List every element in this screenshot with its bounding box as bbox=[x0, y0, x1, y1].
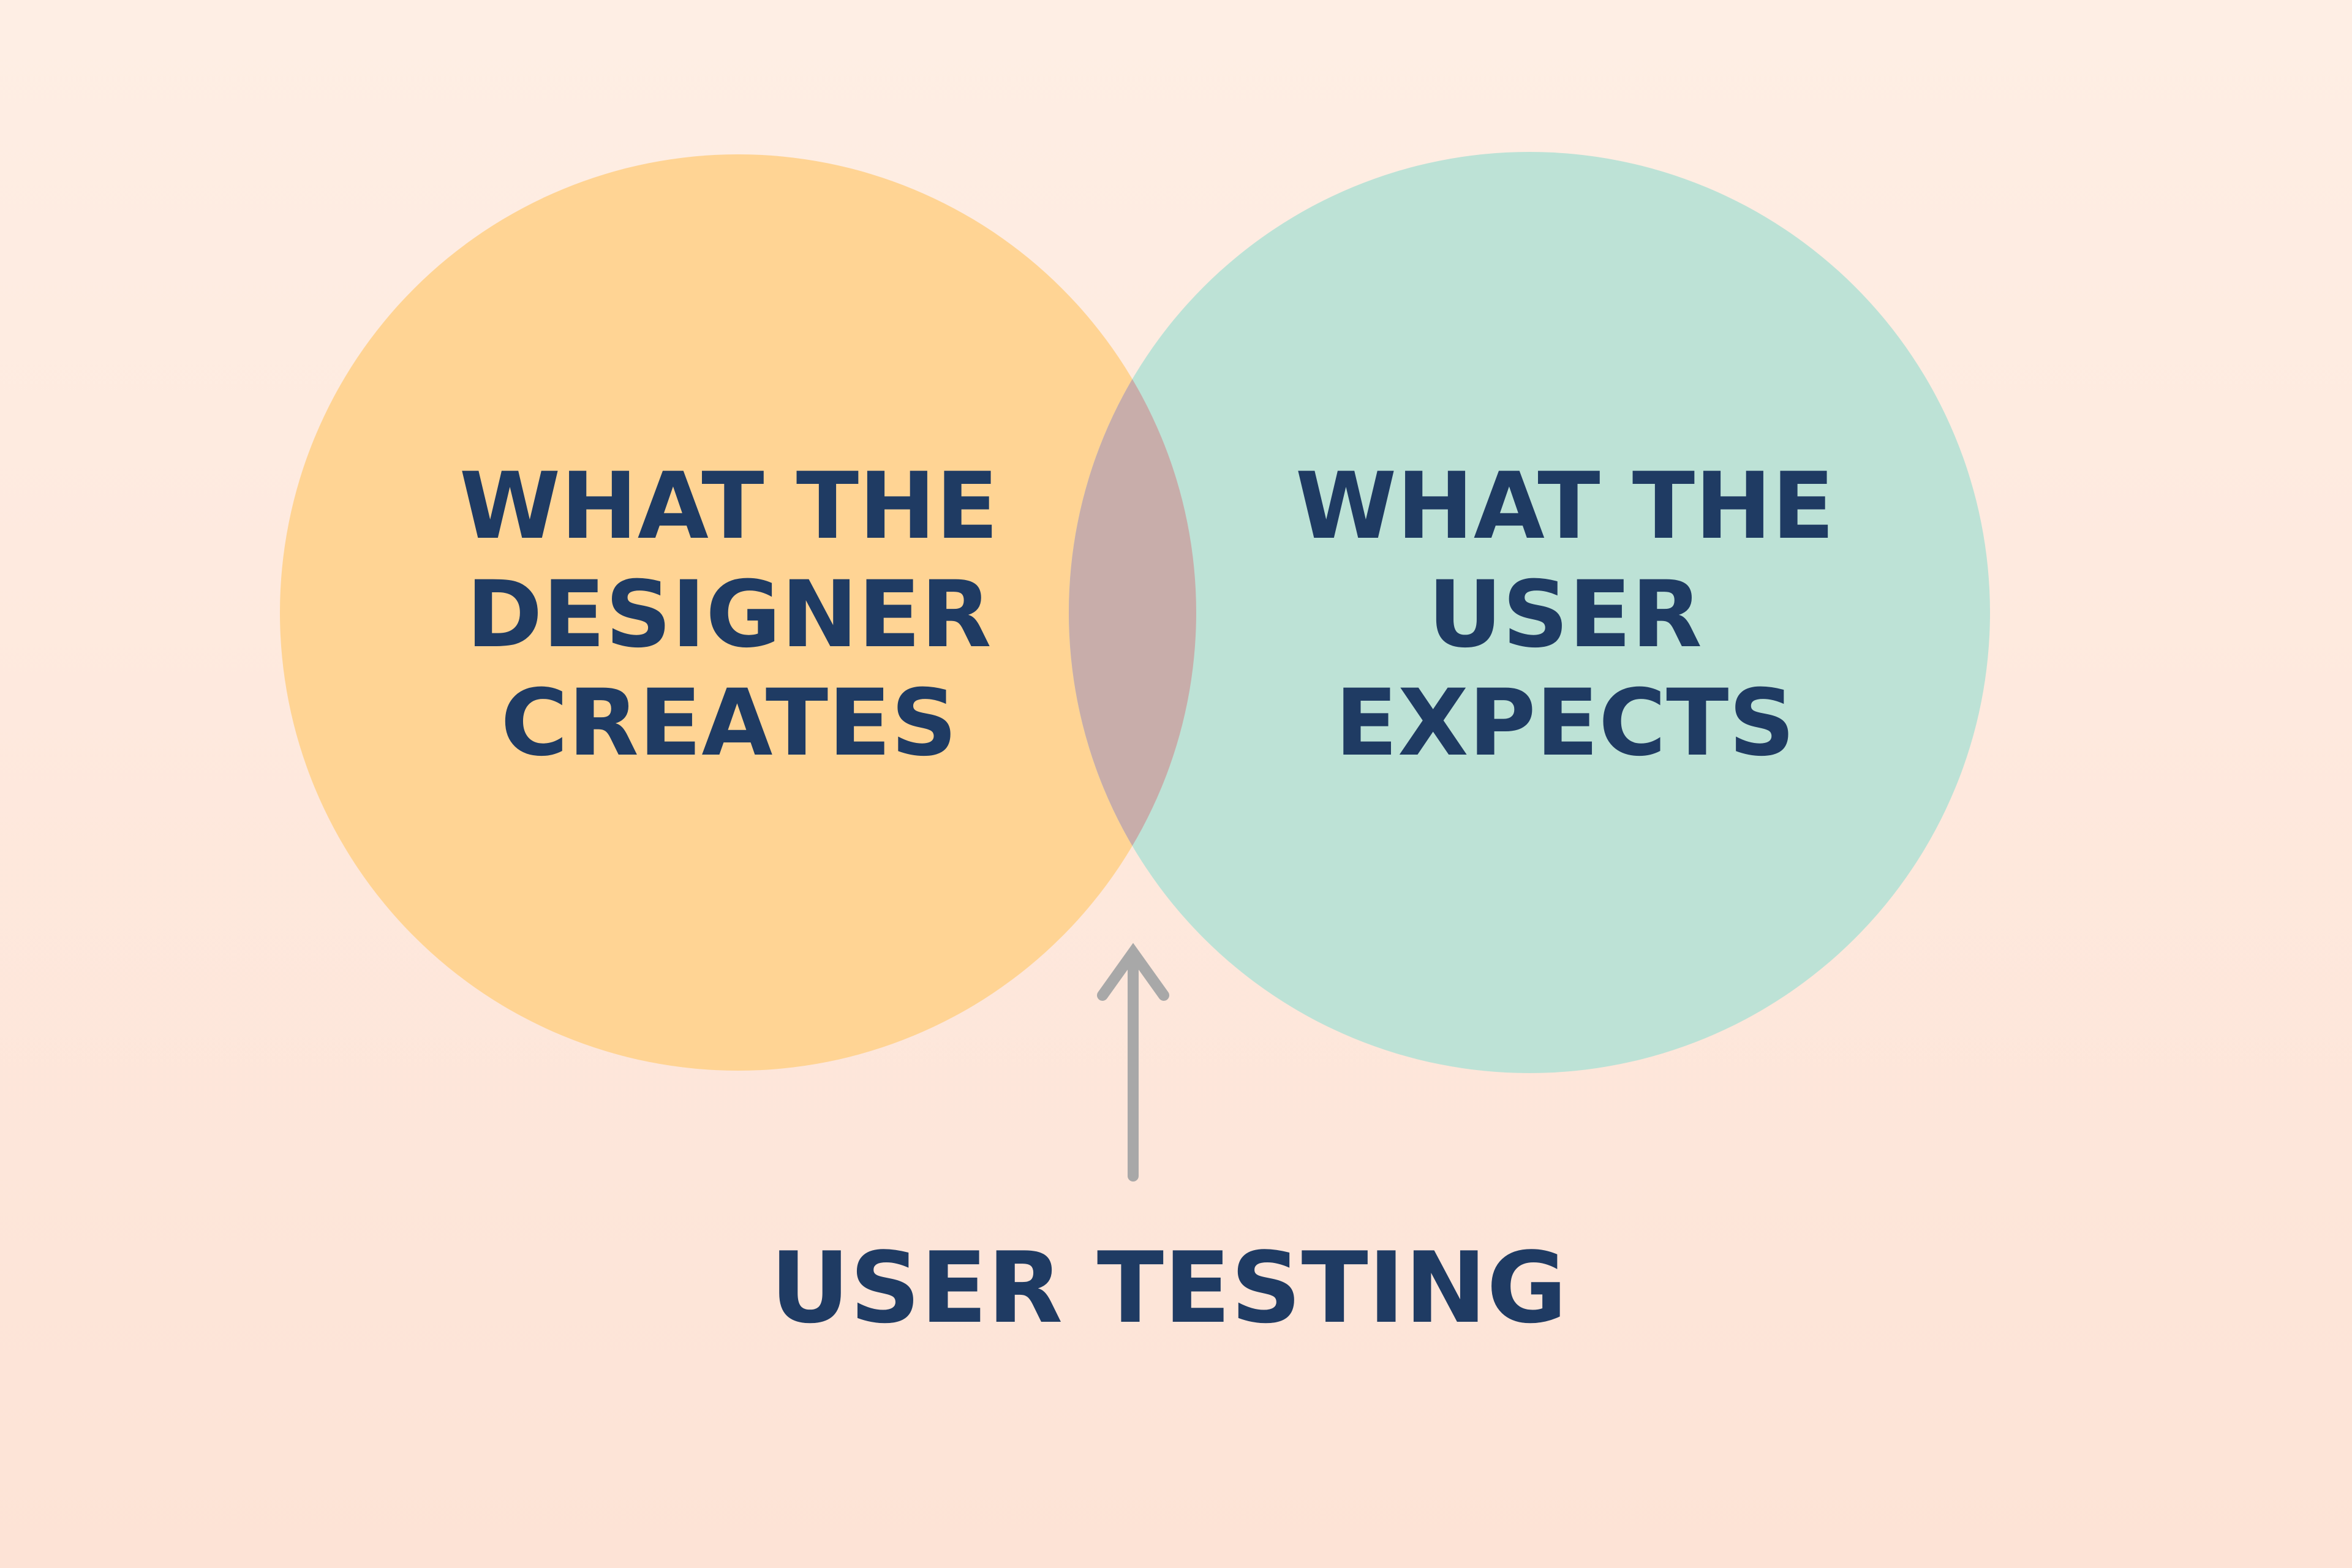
user-label-line-1: WHAT THE bbox=[1295, 453, 1834, 560]
user-circle-label: WHAT THE USER EXPECTS bbox=[1295, 453, 1834, 777]
designer-circle bbox=[280, 154, 1196, 1071]
user-circle bbox=[1069, 152, 1990, 1073]
arrow-up-icon bbox=[1097, 943, 1169, 1182]
user-label-line-3: EXPECTS bbox=[1335, 670, 1795, 777]
designer-label-line-3: CREATES bbox=[500, 670, 957, 777]
arrow-head bbox=[1097, 943, 1169, 1001]
user-label-line-2: USER bbox=[1428, 562, 1702, 668]
designer-label-line-2: DESIGNER bbox=[466, 562, 991, 668]
designer-label-line-1: WHAT THE bbox=[459, 453, 998, 560]
designer-circle-label: WHAT THE DESIGNER CREATES bbox=[459, 453, 998, 777]
user-testing-label: USER TESTING bbox=[771, 1231, 1567, 1345]
